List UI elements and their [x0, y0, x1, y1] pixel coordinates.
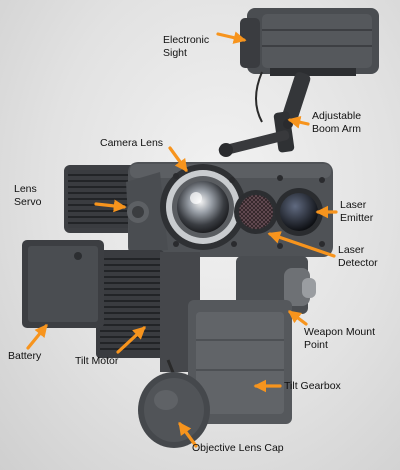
laser-detector	[234, 190, 278, 234]
weapon-mount	[236, 256, 316, 314]
arrow-weapon-mount	[287, 310, 308, 326]
label-camera-lens: Camera Lens	[100, 137, 164, 149]
laser-emitter	[275, 188, 323, 236]
label-tilt-gearbox: Tilt Gearbox	[284, 380, 341, 392]
arrow-lens-servo	[94, 199, 127, 213]
tilt-motor	[96, 250, 200, 372]
arrow-tilt-motor	[116, 326, 146, 354]
lens-servo	[126, 172, 168, 254]
arrow-lens-cap	[178, 421, 198, 448]
camera-lens	[160, 164, 246, 250]
label-lens-cap: Objective Lens Cap	[192, 442, 284, 454]
electronic-sight	[240, 8, 379, 76]
arrow-electronic-sight	[216, 31, 247, 44]
arrow-boom-arm	[287, 115, 310, 129]
arrow-battery	[26, 324, 48, 350]
arrow-laser-detector	[267, 231, 336, 258]
battery	[22, 240, 104, 328]
arrow-camera-lens	[168, 146, 188, 173]
label-tilt-motor: Tilt Motor	[75, 355, 119, 367]
boom-arm	[218, 71, 311, 157]
label-battery: Battery	[8, 350, 42, 362]
